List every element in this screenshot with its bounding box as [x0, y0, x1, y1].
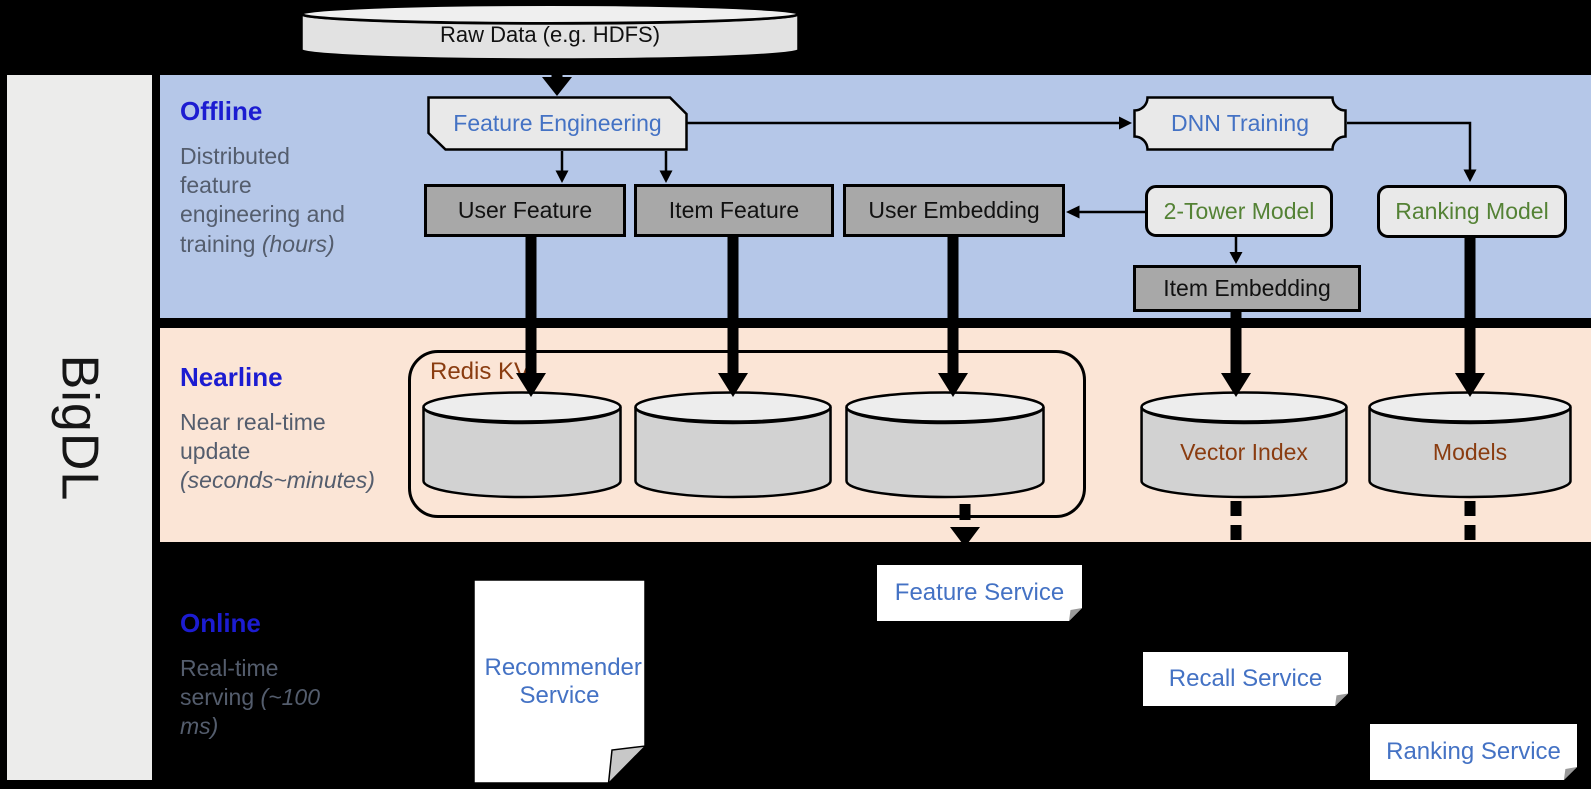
cylinder-icon [634, 391, 832, 499]
ranking-model-node: Ranking Model [1377, 185, 1567, 238]
user-embedding-label: User Embedding [868, 197, 1040, 223]
user-feature-node: User Feature [424, 184, 626, 237]
plaque-shape [1133, 96, 1347, 151]
online-section-label: Online Real-time serving (~100 ms) [180, 608, 332, 742]
online-title: Online [180, 608, 261, 638]
offline-description-note: (hours) [261, 230, 335, 257]
document-icon [472, 578, 647, 785]
redis-kv-label: Redis KV [430, 358, 531, 385]
nearline-description-note: (seconds~minutes) [180, 467, 375, 494]
online-description: Real-time serving (~100 ms) [180, 654, 332, 742]
recommender-service-label: Recommender Service [484, 653, 642, 709]
ranking-service-label: Ranking Service [1386, 738, 1561, 765]
redis-shard-cylinder-2 [634, 391, 832, 499]
cylinder-icon [845, 391, 1045, 499]
item-feature-label: Item Feature [668, 197, 800, 223]
nearline-description-text: Near real-time update [180, 409, 326, 465]
nearline-description: Near real-time update (seconds~minutes) [180, 408, 392, 496]
two-tower-model-node: 2-Tower Model [1145, 185, 1333, 237]
recall-service-label: Recall Service [1168, 665, 1323, 692]
feature-service-label: Feature Service [894, 579, 1065, 606]
snip-corner-shape [427, 96, 688, 151]
nearline-section-label: Nearline Near real-time update (seconds~… [180, 362, 392, 496]
offline-title: Offline [180, 96, 263, 126]
offline-description-text: Distributed feature engineering and trai… [180, 143, 345, 257]
item-embedding-node: Item Embedding [1133, 265, 1361, 312]
offline-section-label: Offline Distributed feature engineering … [180, 96, 362, 259]
ranking-service-node: Ranking Service [1370, 724, 1577, 780]
dnn-training-node: DNN Training [1133, 96, 1347, 151]
feature-engineering-node: Feature Engineering [427, 96, 688, 151]
user-embedding-node: User Embedding [843, 184, 1065, 237]
redis-shard-cylinder-1 [422, 391, 622, 499]
redis-shard-cylinder-3 [845, 391, 1045, 499]
online-description-text: Real-time serving [180, 655, 279, 711]
feature-service-node: Feature Service [877, 565, 1082, 621]
dnn-training-label: DNN Training [1170, 110, 1310, 136]
item-embedding-label: Item Embedding [1163, 275, 1331, 301]
vector-index-label: Vector Index [1180, 438, 1308, 465]
redis-kv-container [408, 350, 1086, 518]
raw-data-cylinder: Raw Data (e.g. HDFS) [300, 3, 800, 61]
vector-index-cylinder: Vector Index [1140, 391, 1348, 499]
cylinder-icon [422, 391, 622, 499]
cylinder-icon [1368, 391, 1572, 499]
document-icon [877, 565, 1082, 621]
user-feature-label: User Feature [457, 197, 593, 223]
two-tower-model-label: 2-Tower Model [1163, 197, 1315, 224]
recall-service-node: Recall Service [1143, 652, 1348, 706]
models-cylinder: Models [1368, 391, 1572, 499]
item-feature-node: Item Feature [634, 184, 834, 237]
sidebar-bigdl: BigDL [7, 75, 152, 780]
cylinder-icon [300, 3, 800, 61]
online-description-note: (~100 ms) [180, 684, 321, 740]
offline-description: Distributed feature engineering and trai… [180, 142, 362, 259]
models-label: Models [1432, 438, 1508, 465]
ranking-model-label: Ranking Model [1395, 198, 1549, 224]
bigdl-logo: BigDL [50, 354, 109, 501]
document-icon [1143, 652, 1348, 706]
document-icon [1370, 724, 1577, 780]
recommender-service-node: Recommender Service [472, 578, 647, 785]
raw-data-label: Raw Data (e.g. HDFS) [439, 22, 661, 47]
feature-engineering-label: Feature Engineering [453, 110, 662, 136]
cylinder-icon [1140, 391, 1348, 499]
nearline-title: Nearline [180, 362, 283, 392]
